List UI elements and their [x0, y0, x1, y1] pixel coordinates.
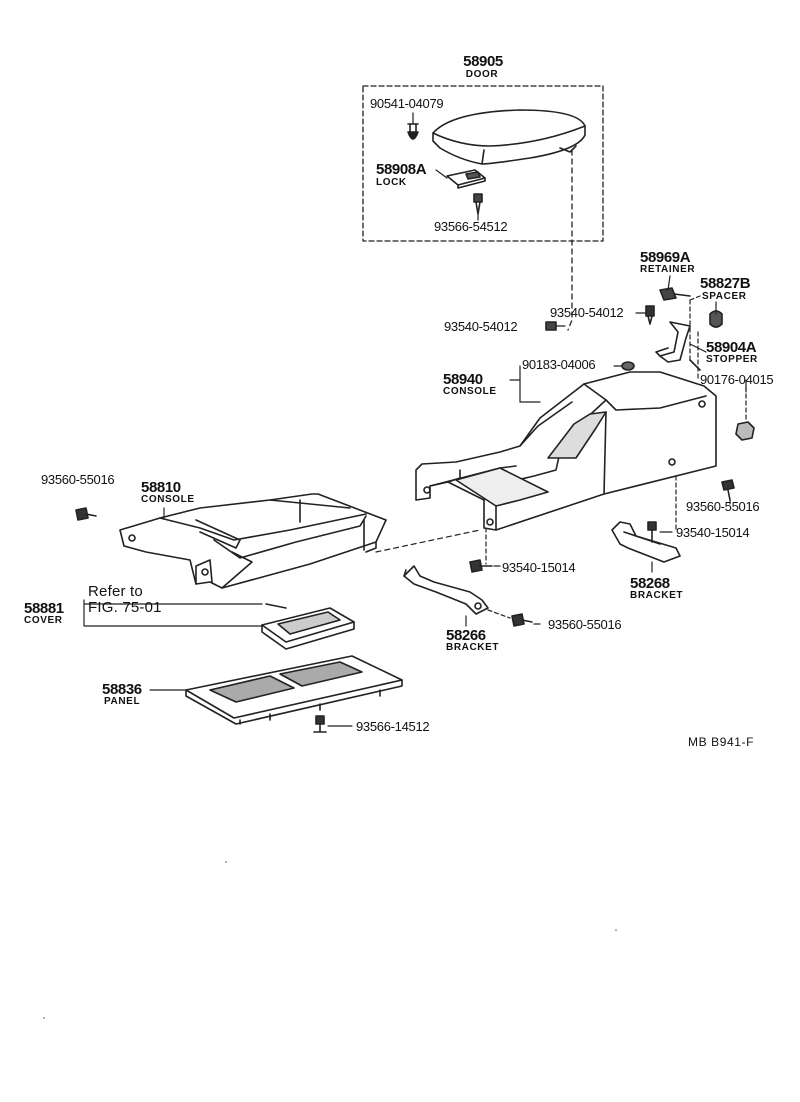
panel-part	[185, 655, 403, 725]
console-front-part-name: CONSOLE	[141, 494, 195, 505]
spacer-part-number: 58827B	[700, 275, 751, 292]
clip-a-part	[621, 361, 635, 371]
console-front-part-number: 58810	[141, 479, 181, 496]
front-console-dashed	[375, 529, 481, 553]
bracket-right-part	[611, 521, 681, 563]
bracket-left-part	[403, 565, 489, 615]
screw-f-number: 93540-15014	[502, 560, 576, 575]
door-group-frame	[362, 85, 604, 242]
spacer-part	[709, 310, 723, 328]
stopper-part-number: 58904A	[706, 339, 757, 356]
leader-lines	[83, 112, 747, 727]
stopper-part-name: STOPPER	[706, 354, 758, 365]
diagram-code: MB B941-F	[688, 735, 755, 749]
bracket-right-part-name: BRACKET	[630, 590, 684, 601]
retainer-part	[659, 287, 691, 301]
screw-e-number: 93540-15014	[676, 525, 750, 540]
screw-h-part	[313, 715, 327, 733]
clip-b-number: 90176-04015	[700, 372, 774, 387]
door-console-leader	[567, 149, 573, 331]
screw-c-part	[721, 479, 735, 501]
panel-part-name: PANEL	[104, 696, 141, 707]
screw-a-part	[645, 305, 655, 325]
lock-part-number: 58908A	[376, 161, 427, 178]
refer-note-line1: Refer to	[88, 583, 143, 600]
door-screw-part	[407, 123, 419, 140]
screw-e-part	[647, 521, 657, 543]
door-part-number: 58905	[463, 53, 503, 70]
screw-a-number: 93540-54012	[550, 305, 624, 320]
console-rear-part-name: CONSOLE	[443, 386, 497, 397]
door-part	[432, 109, 586, 165]
bracket-left-part-name: BRACKET	[446, 642, 500, 653]
door-part-name: DOOR	[465, 69, 499, 80]
clip-b-part	[735, 421, 755, 441]
screw-c-number: 93560-55016	[686, 499, 760, 514]
console-front-part	[119, 493, 387, 589]
lock-part	[446, 169, 486, 189]
screw-d-number: 93560-55016	[41, 472, 115, 487]
bracket-right-part-number: 58268	[630, 575, 670, 592]
spacer-part-name: SPACER	[702, 291, 747, 302]
refer-note-line2: FIG. 75-01	[88, 599, 162, 616]
cover-part	[261, 603, 355, 650]
retainer-part-number: 58969A	[640, 249, 691, 266]
clip-a-number: 90183-04006	[522, 357, 596, 372]
lock-part-name: LOCK	[376, 177, 407, 188]
cover-part-number: 58881	[24, 600, 64, 617]
screw-g-dashed	[487, 609, 511, 619]
screw-g-number: 93560-55016	[548, 617, 622, 632]
cover-part-name: COVER	[24, 615, 63, 626]
screw-b-part	[545, 321, 557, 331]
screw-b-number: 93540-54012	[444, 319, 518, 334]
lock-screw-number: 93566-54512	[434, 219, 508, 234]
screw-f-part	[469, 559, 493, 573]
console-rear-part	[415, 371, 717, 531]
panel-part-number: 58836	[102, 681, 142, 698]
screw-g-part	[511, 613, 533, 627]
retainer-part-name: RETAINER	[640, 264, 696, 275]
screw-d-part	[75, 507, 97, 521]
speck	[615, 929, 617, 931]
door-screw-number: 90541-04079	[370, 96, 444, 111]
console-rear-part-number: 58940	[443, 371, 483, 388]
speck	[43, 1017, 45, 1019]
stopper-dashed	[689, 295, 701, 381]
bracket-left-part-number: 58266	[446, 627, 486, 644]
speck	[225, 861, 227, 863]
screw-h-number: 93566-14512	[356, 719, 430, 734]
lock-screw-part	[473, 193, 483, 215]
